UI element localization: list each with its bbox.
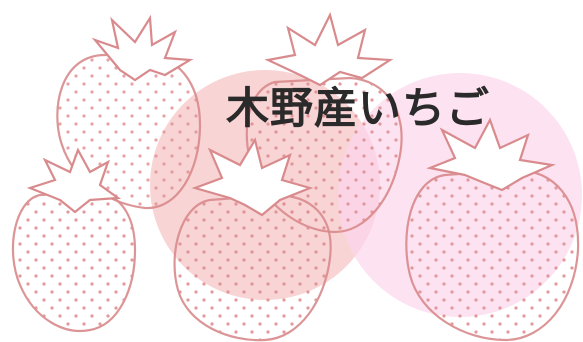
strawberry-icon [11,147,137,332]
strawberry-icon [405,117,580,342]
banner-title: 木野産いちご [226,84,490,134]
strawberry-icon [173,137,332,342]
